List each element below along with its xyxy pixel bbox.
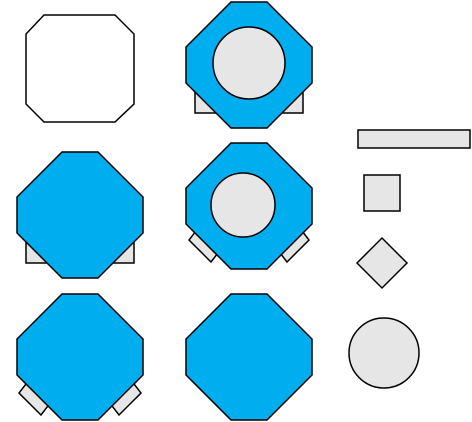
tile-octagon-tabs bbox=[16, 293, 144, 421]
blue-octagon bbox=[16, 293, 144, 421]
part-circle bbox=[348, 317, 420, 389]
part-diamond bbox=[355, 236, 409, 290]
white-octagon bbox=[25, 14, 135, 123]
part-square bbox=[363, 174, 401, 212]
part-bar bbox=[357, 129, 471, 149]
center-circle bbox=[212, 26, 286, 100]
center-circle bbox=[210, 172, 276, 238]
tile-octagon-rect bbox=[16, 151, 144, 279]
tile-octagon-circle-rect bbox=[185, 1, 313, 129]
blue-octagon bbox=[16, 151, 144, 279]
tile-white-octagon bbox=[25, 14, 135, 123]
tile-octagon-circle-tabs bbox=[185, 142, 313, 270]
tile-octagon-plain bbox=[185, 293, 313, 421]
blue-octagon bbox=[185, 293, 313, 421]
